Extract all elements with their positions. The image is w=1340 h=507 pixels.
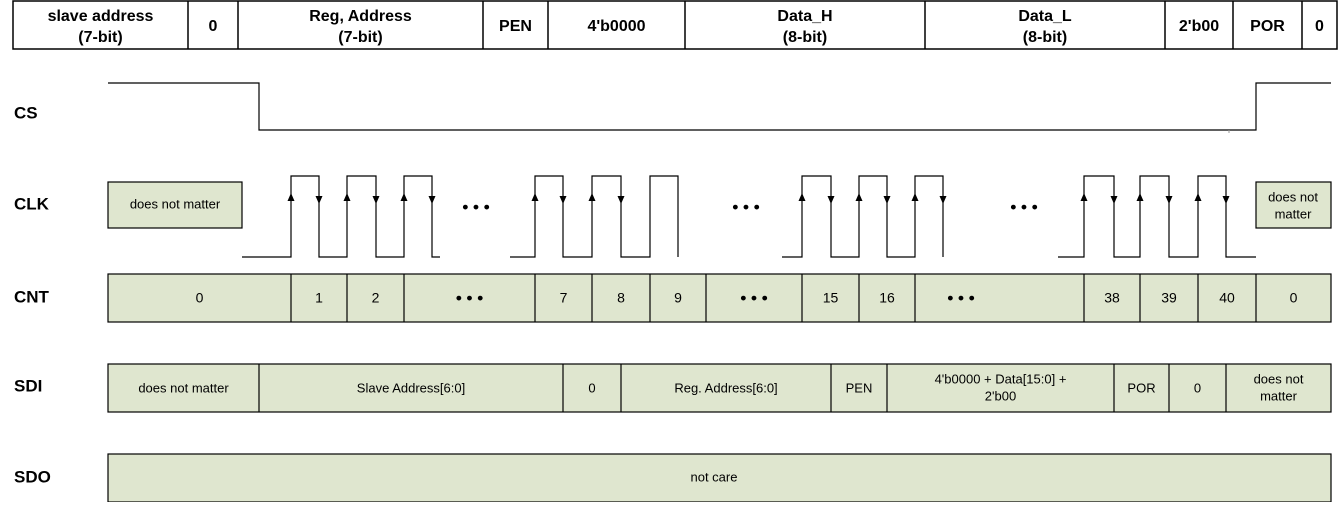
header-cell-2-sub: (7-bit)	[338, 29, 382, 46]
header-cell-1-label: 0	[209, 18, 218, 35]
rising-edge-arrow-5	[588, 193, 596, 201]
signal-label-cnt: CNT	[14, 287, 50, 306]
clk-right-box-label-1: does not	[1268, 189, 1318, 204]
header-cell-7-label: 2'b00	[1179, 18, 1219, 35]
cnt-cell-5: 8	[617, 290, 625, 306]
sdi-cell-0: does not matter	[138, 380, 229, 395]
cnt-cell-8: 15	[823, 290, 839, 306]
falling-edge-arrow-3	[428, 196, 436, 204]
signal-label-sdi: SDI	[14, 376, 42, 395]
sdi-cell-8-line2: matter	[1260, 388, 1298, 403]
clk-segment-1	[242, 175, 440, 258]
cnt-cell-10: • • •	[947, 288, 974, 307]
falling-edge-arrow-2	[372, 196, 380, 204]
rising-edge-arrow-10	[1136, 193, 1144, 201]
header-cell-8-label: POR	[1250, 18, 1285, 35]
cnt-row-frame	[107, 273, 1332, 323]
sdi-row: does not matter Slave Address[6:0] 0 Reg. A…	[107, 363, 1332, 413]
clk-ellipsis-2: • • •	[732, 197, 759, 216]
header-cell-6-label: Data_L	[1018, 8, 1072, 25]
sdi-cell-6: POR	[1127, 380, 1155, 395]
sdi-cell-5-line2: 2'b00	[985, 388, 1016, 403]
clk-left-box-label: does not matter	[130, 196, 221, 211]
header-cell-3-label: PEN	[499, 18, 532, 35]
falling-edge-arrow-10	[1165, 196, 1173, 204]
cnt-cell-4: 7	[560, 290, 568, 306]
cnt-row: 0 1 2 • • • 7 8 9 • • • 15 16 • • • 38 39 40 0	[107, 273, 1332, 323]
falling-edge-arrow-9	[1110, 196, 1118, 204]
header-cell-4-label: 4'b0000	[587, 18, 645, 35]
falling-edge-arrow-8	[939, 196, 947, 204]
falling-edge-arrow-5	[617, 196, 625, 204]
rising-edge-arrow-1	[287, 193, 295, 201]
cnt-cell-0: 0	[196, 290, 204, 306]
falling-edge-arrow-7	[883, 196, 891, 204]
clk-edge-arrows	[287, 193, 1230, 204]
sdi-cell-5-line1: 4'b0000 + Data[15:0] +	[935, 371, 1067, 386]
falling-edge-arrow-1	[315, 196, 323, 204]
rising-edge-arrow-2	[343, 193, 351, 201]
header-cell-0-label: slave address	[48, 8, 154, 25]
sdi-cell-1: Slave Address[6:0]	[357, 380, 465, 395]
signal-label-sdo: SDO	[14, 467, 51, 486]
clk-segment-3	[782, 175, 944, 258]
cnt-cell-1: 1	[315, 290, 323, 306]
cnt-cell-7: • • •	[740, 288, 767, 307]
cs-waveform	[108, 82, 1331, 131]
cnt-cell-11: 38	[1104, 290, 1120, 306]
sdi-cell-4: PEN	[846, 380, 873, 395]
sdi-cell-8-line1: does not	[1254, 371, 1304, 386]
sdi-cell-7: 0	[1194, 380, 1201, 395]
cnt-cell-9: 16	[879, 290, 895, 306]
cnt-cell-2: 2	[372, 290, 380, 306]
rising-edge-arrow-8	[911, 193, 919, 201]
header-cell-0-sub: (7-bit)	[78, 29, 122, 46]
falling-edge-arrow-4	[559, 196, 567, 204]
clk-right-box-label-2: matter	[1275, 206, 1313, 221]
header-cell-5-sub: (8-bit)	[783, 29, 827, 46]
cnt-cell-3: • • •	[456, 288, 483, 307]
rising-edge-arrow-3	[400, 193, 408, 201]
header-cell-5-label: Data_H	[777, 8, 832, 25]
rising-edge-arrow-9	[1080, 193, 1088, 201]
falling-edge-arrow-6	[827, 196, 835, 204]
clk-right-box: does not matter	[1255, 181, 1332, 229]
cnt-cell-14: 0	[1290, 290, 1298, 306]
header-cell-6-sub: (8-bit)	[1023, 29, 1067, 46]
header-cell-2-label: Reg, Address	[309, 8, 412, 25]
frame-format-header: slave address (7-bit) 0 Reg, Address (7-bit)…	[12, 0, 1338, 50]
sdi-row-frame	[107, 363, 1332, 413]
signal-label-cs: CS	[14, 103, 38, 122]
rising-edge-arrow-4	[531, 193, 539, 201]
clk-segment-2	[510, 175, 679, 258]
falling-edge-arrow-11	[1222, 196, 1230, 204]
sdo-row: not care	[107, 453, 1332, 503]
rising-edge-arrow-7	[855, 193, 863, 201]
cnt-cell-6: 9	[674, 290, 682, 306]
cnt-cell-12: 39	[1161, 290, 1177, 306]
header-cell-9-label: 0	[1315, 18, 1324, 35]
sdi-cell-3: Reg. Address[6:0]	[674, 380, 777, 395]
clk-left-box: does not matter	[107, 181, 243, 229]
sdo-cell-label: not care	[691, 469, 738, 484]
signal-label-clk: CLK	[14, 194, 50, 213]
rising-edge-arrow-11	[1194, 193, 1202, 201]
clk-ellipsis-1: • • •	[462, 197, 489, 216]
sdi-cell-2: 0	[588, 380, 595, 395]
clk-segment-4	[1058, 175, 1256, 258]
cnt-cell-13: 40	[1219, 290, 1235, 306]
clk-ellipsis-3: • • •	[1010, 197, 1037, 216]
clk-waveform	[242, 175, 1256, 258]
rising-edge-arrow-6	[798, 193, 806, 201]
